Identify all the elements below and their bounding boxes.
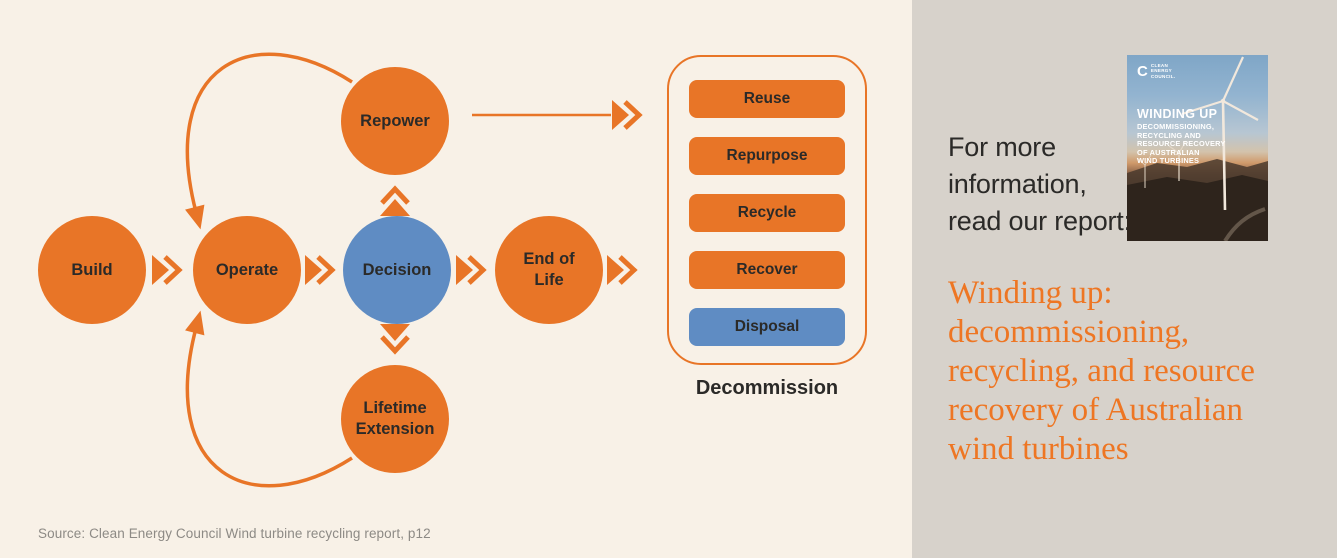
node-decision: Decision <box>343 216 451 324</box>
arrow-decision-repower <box>380 189 410 216</box>
node-repower-label: Repower <box>360 111 430 130</box>
node-lifetime-extension: Lifetime Extension <box>341 365 449 473</box>
source-citation: Source: Clean Energy Council Wind turbin… <box>38 526 431 541</box>
node-decision-label: Decision <box>362 260 432 279</box>
node-repower: Repower <box>341 67 449 175</box>
logo-wordmark: CLEAN ENERGY COUNCIL. <box>1150 63 1176 79</box>
node-end-of-life-label: End of Life <box>523 250 575 289</box>
node-operate-label: Operate <box>215 260 279 279</box>
decommission-box: Reuse Repurpose Recycle Recover Disposal <box>667 55 867 365</box>
node-build: Build <box>38 216 146 324</box>
option-repurpose: Repurpose <box>689 137 845 175</box>
decommission-label: Decommission <box>695 377 839 399</box>
node-operate: Operate <box>193 216 301 324</box>
node-lifetime-extension-label: Lifetime Extension <box>355 399 435 438</box>
logo-c-mark-icon: C <box>1137 62 1148 80</box>
cover-title-block: WINDING UP DECOMMISSIONING, RECYCLING AN… <box>1137 107 1226 166</box>
clean-energy-council-logo: C CLEAN ENERGY COUNCIL. <box>1137 63 1175 79</box>
option-recycle: Recycle <box>689 194 845 232</box>
wind-turbine-illustration <box>1127 56 1268 241</box>
node-end-of-life: End of Life <box>495 216 603 324</box>
arrow-repower-decommission <box>612 100 639 130</box>
option-recover: Recover <box>689 251 845 289</box>
option-reuse: Reuse <box>689 80 845 118</box>
option-disposal: Disposal <box>689 308 845 346</box>
sidebar-intro-text: For more information, read our report: <box>948 132 1131 236</box>
arrow-decision-endoflife <box>456 255 483 285</box>
arrow-build-operate <box>152 255 179 285</box>
arrow-endoflife-decommission <box>607 255 634 285</box>
node-build-label: Build <box>71 260 113 279</box>
report-cover-thumbnail: C CLEAN ENERGY COUNCIL. WINDING UP DECOM… <box>1127 55 1268 241</box>
connector-layer <box>0 52 912 488</box>
report-title-text: Winding up: decommissioning, recycling, … <box>948 275 1255 467</box>
cover-title: WINDING UP <box>1137 107 1218 121</box>
arc-lifetime-to-operate <box>185 310 353 488</box>
arc-repower-to-operate <box>185 52 353 230</box>
report-sidebar: For more information, read our report: <box>912 0 1337 558</box>
arrow-operate-decision <box>305 255 332 285</box>
arrow-decision-lifetime <box>380 324 410 351</box>
cover-subtitle: DECOMMISSIONING, RECYCLING AND RESOURCE … <box>1137 122 1226 166</box>
